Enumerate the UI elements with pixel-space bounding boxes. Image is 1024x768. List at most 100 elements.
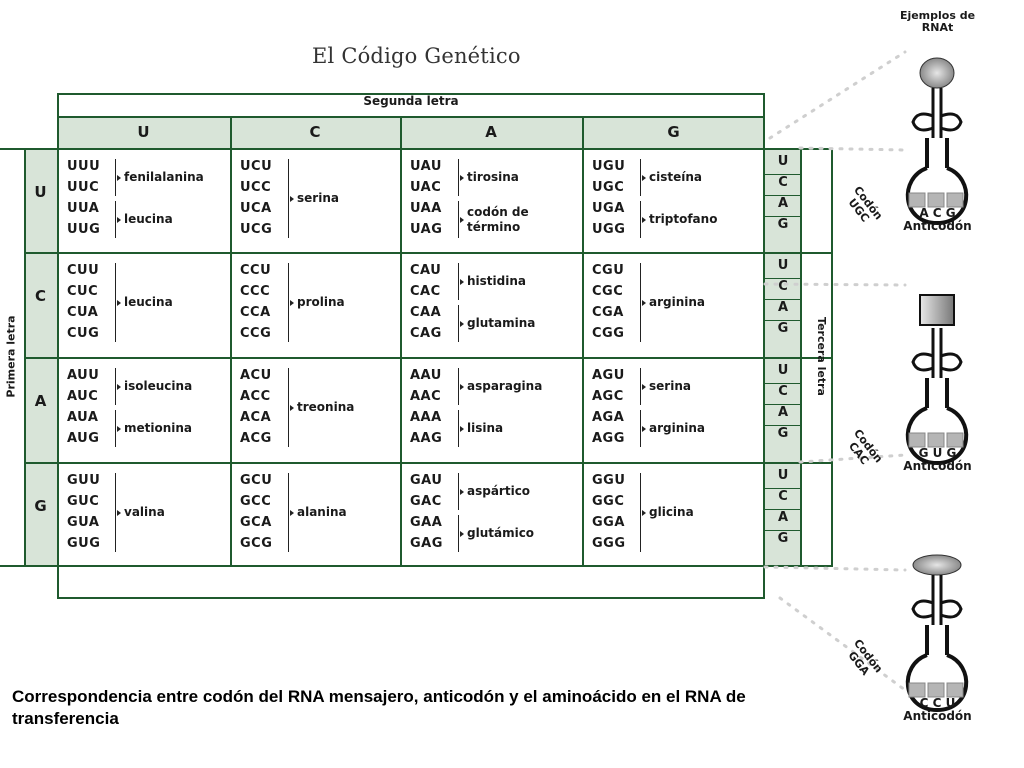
third-letter-divider [765,383,800,384]
codon: CAU [410,263,442,278]
codon: AGG [592,431,625,446]
bracket-arrow [460,383,464,390]
anticodon-base-block [927,432,945,448]
third-letter-g: G [777,426,789,441]
codon: UCC [240,180,272,195]
bracket-line [640,410,641,447]
third-letter-a: A [777,300,789,315]
codon: CAG [410,326,442,341]
aminoacid-label: cisteína [649,169,702,184]
anticodon-label: Anticodón [903,709,972,723]
codon: AGC [592,389,624,404]
bracket-arrow [117,174,121,181]
codon-label: Codón CAC [845,426,886,468]
anticodon-stem [925,625,949,655]
body-bottom-border [0,565,831,567]
codon: CUG [67,326,100,341]
codon: UCU [240,159,273,174]
aminoacid-label: tirosina [467,169,519,184]
codon: CGA [592,305,624,320]
table-left-border [57,93,59,598]
codon: GGC [592,494,625,509]
bracket-arrow [460,278,464,285]
aminoacid-label: alanina [297,504,347,519]
aminoacid-label: fenilalanina [124,169,204,184]
anticodon-bases: A C G [919,206,956,220]
aminoacid-label: arginina [649,420,706,435]
aminoacid-label: isoleucina [124,378,193,393]
amino-acid-square [919,294,955,326]
header-bottom-border [0,148,831,150]
second-letter-header-band [57,118,765,148]
third-letter-divider [765,299,800,300]
third-letter-c: C [778,279,788,294]
first-letter-a: A [34,392,47,410]
codon: ACU [240,368,272,383]
bracket-arrow [290,299,294,306]
aminoacid-label: glutamina [467,315,536,330]
bracket-line [640,263,641,342]
figure-caption: Correspondencia entre codón del RNA mens… [12,687,746,728]
codon: UUG [67,222,101,237]
amino-acid-sphere [919,57,955,89]
first-letter-g: G [34,497,47,515]
bracket-line [115,410,116,447]
bracket-arrow [642,425,646,432]
anticodon-base-block [946,682,964,698]
codon: UGC [592,180,625,195]
bracket-line [458,410,459,447]
codon: CGG [592,326,625,341]
codon: GUA [67,515,100,530]
codon: CUU [67,263,100,278]
anticodon-base-block [908,192,926,208]
codon-label: Codón GGA [845,636,886,678]
anticodon-base-block [908,682,926,698]
codon: AUC [67,389,99,404]
codon: GGU [592,473,626,488]
codon: UUU [67,159,101,174]
codon: ACA [240,410,272,425]
bracket-line [458,515,459,552]
codon: UCA [240,201,272,216]
third-letter-divider [765,320,800,321]
third-letter-divider [765,530,800,531]
bracket-arrow [460,530,464,537]
table-right-border [763,93,765,598]
codon: ACC [240,389,271,404]
bracket-line [458,159,459,196]
bracket-line [640,201,641,238]
side-loops [911,599,963,619]
codon: UUA [67,201,100,216]
codon: UCG [240,222,273,237]
codon: CAC [410,284,441,299]
third-letter-divider [765,425,800,426]
anticodon-base-block [927,192,945,208]
row-divider [24,252,831,254]
first-letter-c: C [34,287,46,305]
bracket-arrow [117,509,121,516]
bracket-line [640,159,641,196]
third-letter-g: G [777,217,789,232]
codon: UAA [410,201,442,216]
segunda-letra-border [57,116,765,118]
bracket-arrow [460,320,464,327]
third-letter-a: A [777,405,789,420]
anticodon-stem [925,138,949,168]
first-letter-title: Primera letra [4,315,18,398]
bracket-line [458,368,459,405]
column-divider [582,116,584,567]
codon: AAG [410,431,443,446]
bracket-line [640,473,641,552]
third-letter-c: C [778,489,788,504]
codon: GCG [240,536,273,551]
aminoacid-label: metionina [124,420,193,435]
second-letter-g: G [667,123,680,141]
bracket-line [458,263,459,300]
codon: UAU [410,159,442,174]
row-divider [24,462,831,464]
third-letter-a: A [777,196,789,211]
codon: CCA [240,305,271,320]
aminoacid-label: glicina [649,504,694,519]
aminoacid-label: glutámico [467,525,535,540]
third-letter-divider [765,278,800,279]
